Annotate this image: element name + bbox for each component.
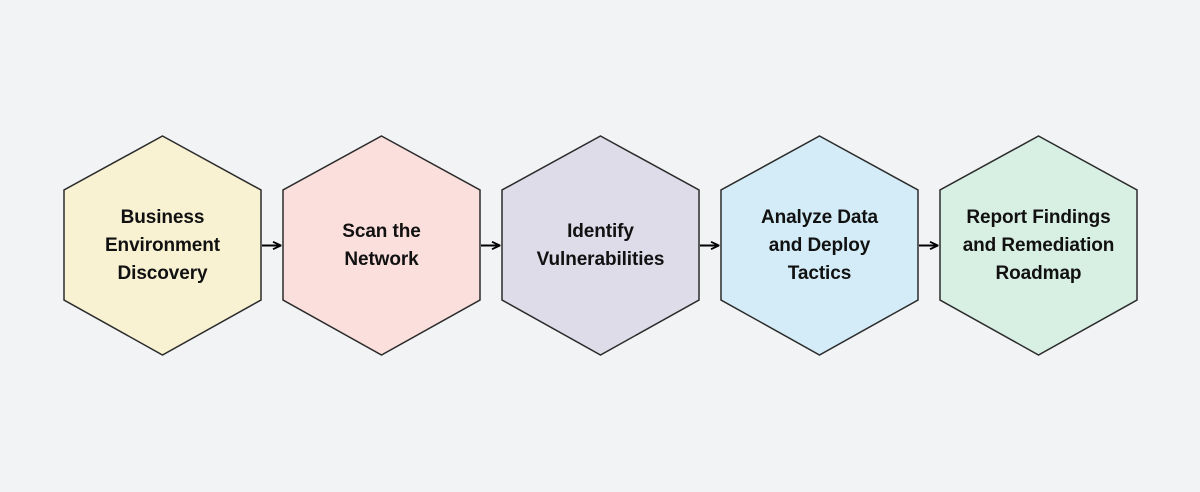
hex-node-report-findings-and-remediation-roadmap[interactable] <box>939 135 1138 356</box>
hexagon-shape <box>63 135 262 356</box>
hex-node-analyze-data-and-deploy-tactics[interactable] <box>720 135 919 356</box>
hexagon-shape <box>501 135 700 356</box>
hexagon-shape <box>282 135 481 356</box>
hex-node-identify-vulnerabilities[interactable] <box>501 135 700 356</box>
hexagon-shape <box>720 135 919 356</box>
hexagon-shape <box>939 135 1138 356</box>
hex-node-business-environment-discovery[interactable] <box>63 135 262 356</box>
hex-node-scan-the-network[interactable] <box>282 135 481 356</box>
